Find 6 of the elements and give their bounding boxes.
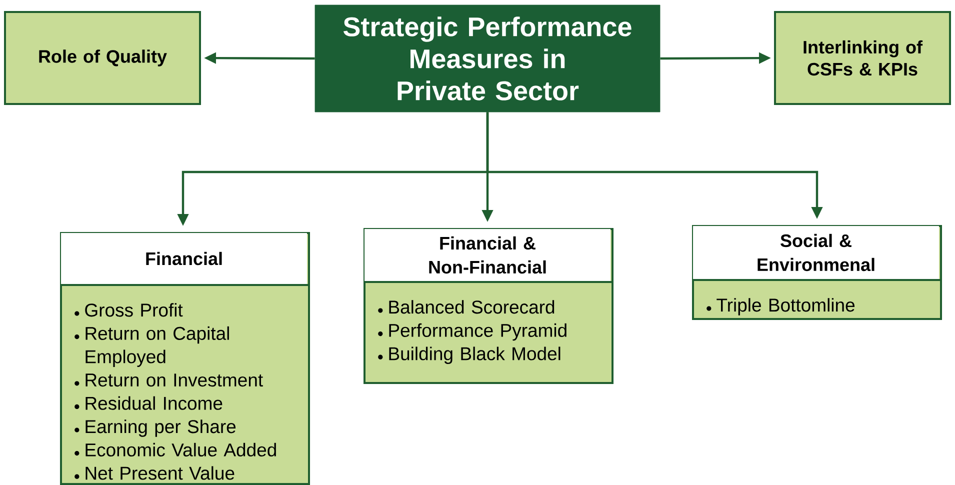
category-box: Social & Environmenal Triple Bottomline (692, 225, 942, 320)
category-box: Financial & Non-Financial Balanced Scorecard Performance Pyramid Building Black Model (364, 228, 614, 384)
topic-box: Role of Quality (4, 11, 201, 105)
title-box: Strategic Performance Measures in Private Sector (314, 4, 660, 112)
topic-box: Interlinking of CSFs & KPIs (774, 11, 952, 105)
category-box: Financial Gross Profit Return on Capital Employed Return on Investment Residual Income Earning per Share Economic Value Added Net Present Value (60, 232, 310, 485)
